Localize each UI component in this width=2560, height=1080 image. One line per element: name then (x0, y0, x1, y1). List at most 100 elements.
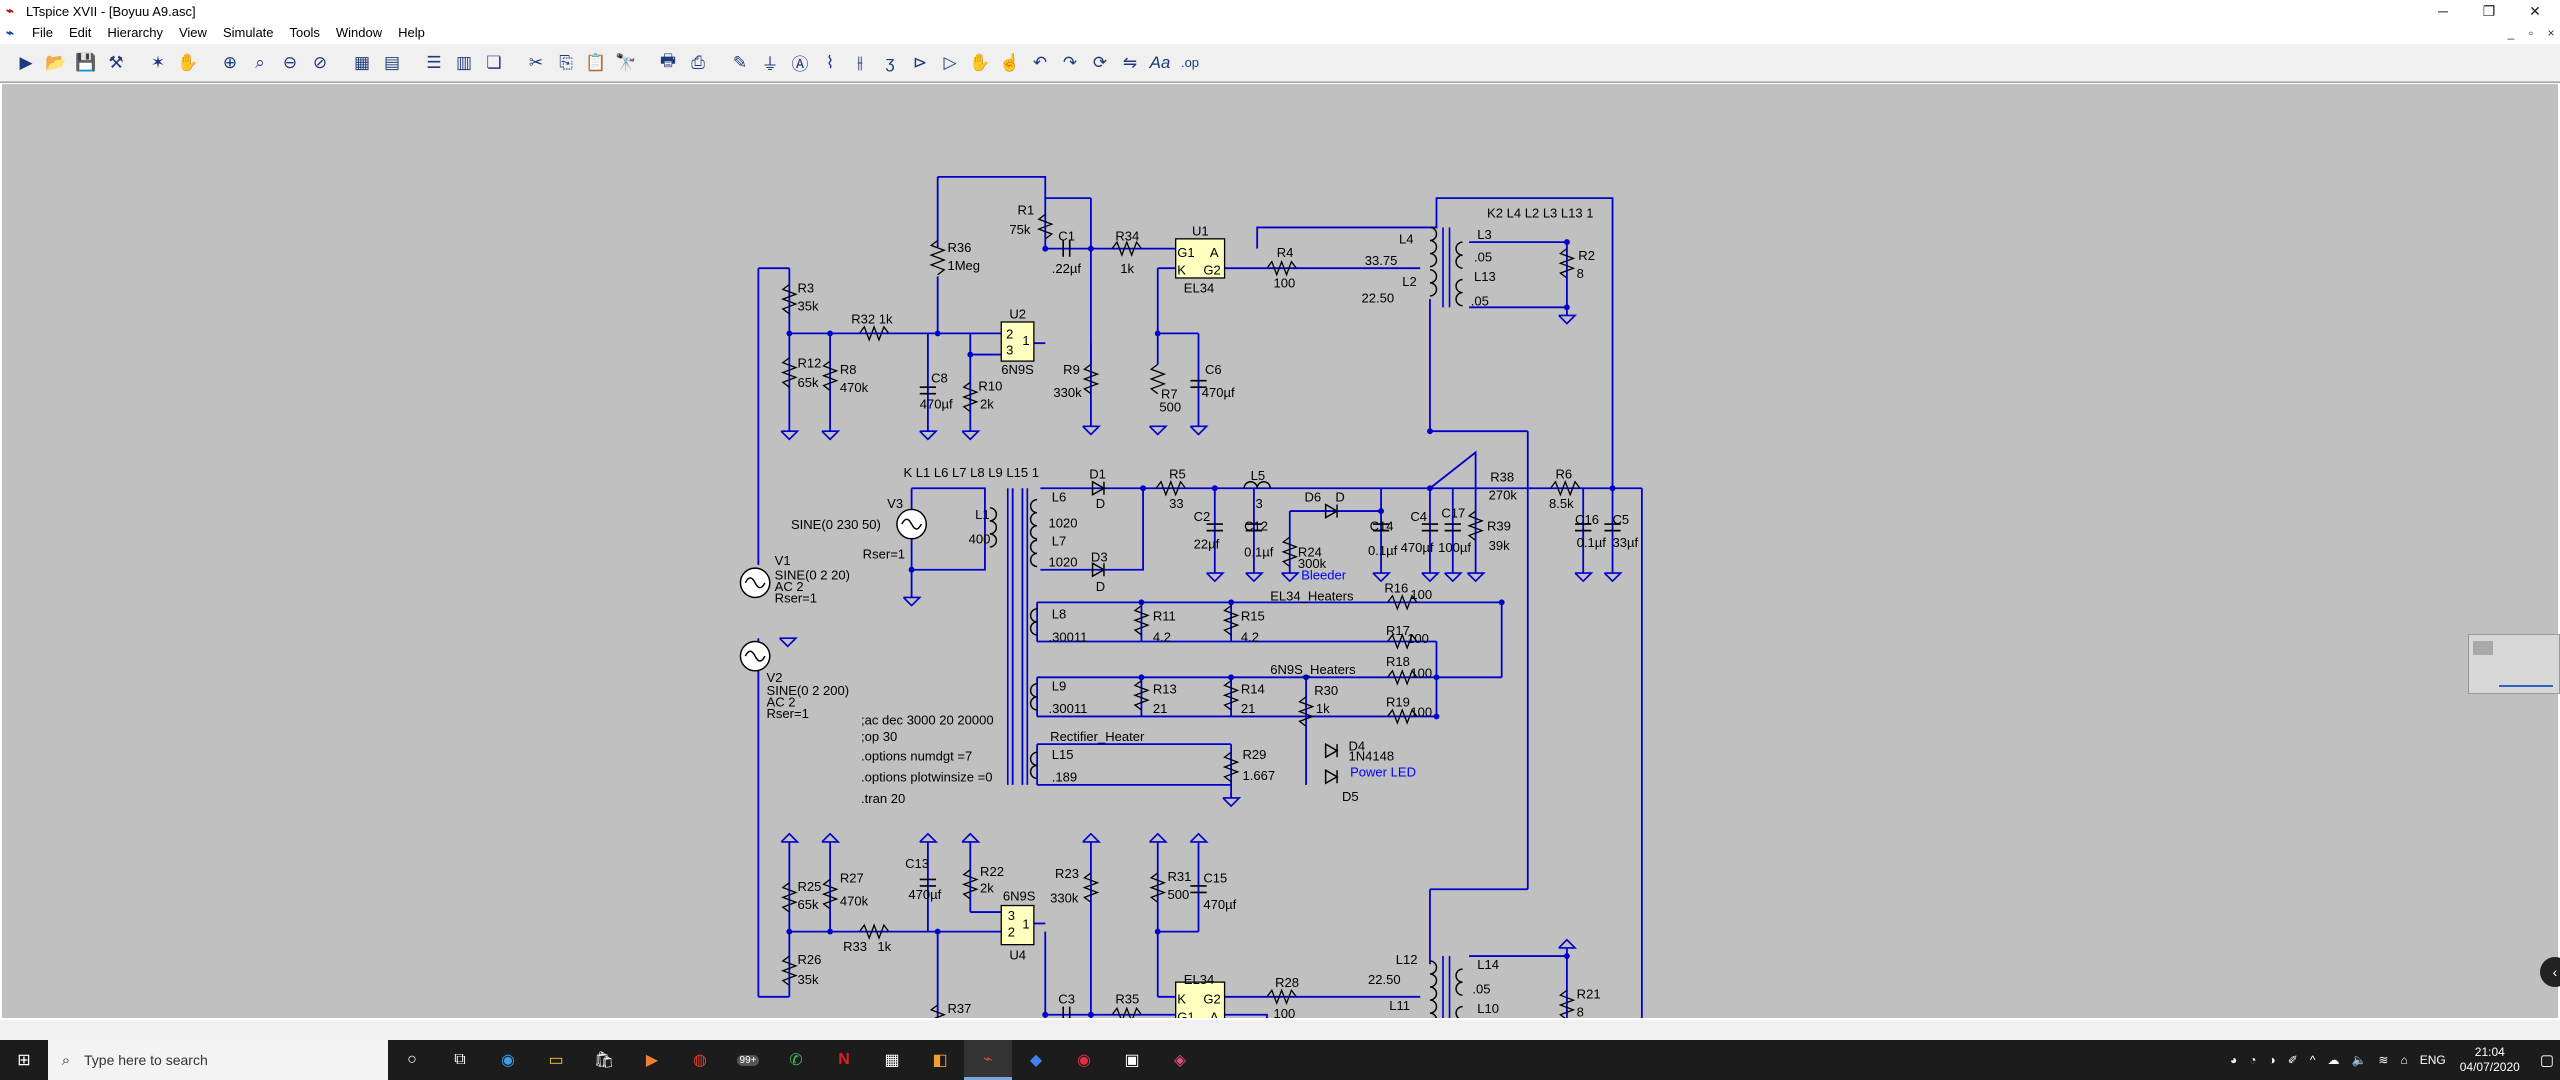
schematic-label[interactable]: 3 (1256, 496, 1263, 511)
schematic-label[interactable]: SINE(0 2 200) (767, 683, 850, 698)
schematic-label[interactable]: K L1 L6 L7 L8 L9 L15 1 (903, 465, 1039, 480)
schematic-label[interactable]: R19 (1386, 695, 1410, 710)
app-icon[interactable]: ◧ (932, 1052, 948, 1069)
schematic-label[interactable]: L15 (1052, 747, 1074, 762)
schematic-label[interactable]: 2 (1006, 326, 1013, 341)
spice-directive-icon[interactable]: .op (1180, 55, 1200, 70)
wifi-icon[interactable]: ≋ (2378, 1053, 2389, 1067)
menu-help[interactable]: Help (398, 25, 425, 40)
schematic-label[interactable]: D (1335, 489, 1344, 504)
task-view-icon[interactable]: ⧉ (454, 1051, 466, 1068)
schematic-label[interactable]: C17 (1441, 506, 1465, 521)
schematic-label[interactable]: L5 (1251, 468, 1266, 483)
ltspice-taskbar-icon[interactable]: ⌁ (964, 1040, 1012, 1080)
schematic-label[interactable]: R21 (1577, 986, 1601, 1001)
avatar-icon[interactable]: ◑ (2268, 1053, 2276, 1067)
edge-icon[interactable]: ◉ (501, 1052, 515, 1069)
label-net-icon[interactable]: Ⓐ (791, 55, 809, 74)
copy-icon[interactable]: ⎘ (559, 52, 573, 72)
el34-u1[interactable] (1175, 238, 1226, 279)
maximize-button[interactable]: ❐ (2482, 2, 2496, 19)
schematic-label[interactable]: L6 (1052, 489, 1067, 504)
schematic-label[interactable]: C16 (1575, 512, 1599, 527)
schematic-label[interactable]: 4.2 (1153, 629, 1171, 644)
schematic-label[interactable]: .05 (1474, 250, 1492, 265)
clock[interactable]: 21:04 04/07/2020 (2460, 1045, 2520, 1075)
schematic-label[interactable]: 1Meg (947, 258, 980, 273)
schematic-label[interactable]: K2 L4 L2 L3 L13 1 (1487, 206, 1594, 221)
menu-edit[interactable]: Edit (68, 25, 92, 40)
schematic-label[interactable]: L12 (1396, 952, 1418, 967)
schematic-label[interactable]: R4 (1277, 245, 1294, 260)
schematic-label[interactable]: R34 (1115, 228, 1139, 243)
schematic-label[interactable]: C3 (1058, 991, 1075, 1006)
diode-icon[interactable]: ⊳ (912, 52, 928, 72)
schematic-label[interactable]: 1k (877, 939, 891, 954)
network-icon[interactable]: ⌂ (2400, 1053, 2408, 1067)
doc-minimize-button[interactable]: _ (2507, 26, 2515, 40)
schematic-label[interactable]: R12 (797, 356, 821, 371)
draw-wire-icon[interactable]: ✎ (732, 52, 748, 72)
schematic-label[interactable]: C2 (1194, 509, 1211, 524)
schematic-label[interactable]: 8 (1577, 1004, 1584, 1018)
schematic-label[interactable]: 300k (1298, 556, 1327, 571)
schematic-label[interactable]: L10 (1477, 1001, 1499, 1016)
badge-app-icon[interactable]: 99+ (724, 1040, 772, 1080)
schematic-label[interactable]: G2 (1203, 991, 1220, 1006)
schematic-label[interactable]: 1 (1022, 333, 1029, 348)
schematic-label[interactable]: .options numdgt =7 (861, 748, 972, 763)
schematic-label[interactable]: 2k (980, 880, 994, 895)
pan-icon[interactable]: ✋ (177, 52, 199, 72)
schematic-label[interactable]: R23 (1055, 866, 1079, 881)
schematic-label[interactable]: 33µf (1613, 535, 1639, 550)
autorange-icon[interactable]: ▦ (353, 52, 371, 72)
schematic-label[interactable]: V3 (887, 496, 903, 511)
schematic-label[interactable]: 2k (980, 396, 994, 411)
menu-tools[interactable]: Tools (289, 25, 320, 40)
schematic-label[interactable]: R6 (1555, 466, 1572, 481)
schematic-label[interactable]: A (1210, 245, 1219, 260)
start-icon[interactable]: ⊞ (17, 1052, 31, 1069)
schematic-label[interactable]: 270k (1489, 488, 1518, 503)
schematic-label[interactable]: R25 (797, 879, 821, 894)
schematic-label[interactable]: 4.2 (1241, 629, 1259, 644)
6n9s-u4[interactable] (1000, 904, 1035, 946)
schematic-label[interactable]: 500 (1168, 887, 1190, 902)
schematic-label[interactable]: D (1096, 579, 1105, 594)
schematic-label[interactable]: R9 (1063, 362, 1080, 377)
schematic-label[interactable]: C13 (905, 856, 929, 871)
zoom-back-icon[interactable]: ⌕ (255, 52, 265, 72)
schematic-label[interactable]: 3 (1008, 908, 1015, 923)
schematic-label[interactable]: R29 (1243, 747, 1267, 762)
schematic-label[interactable]: 1020 (1049, 554, 1078, 569)
schematic-label[interactable]: 100 (1410, 587, 1432, 602)
schematic-label[interactable]: D4 (1348, 739, 1365, 754)
menu-hierarchy[interactable]: Hierarchy (107, 25, 163, 40)
schematic-label[interactable]: .05 (1471, 294, 1489, 309)
doc-close-button[interactable]: × (2547, 26, 2555, 40)
schematic-label[interactable]: L7 (1052, 533, 1067, 548)
schematic-label[interactable]: Power LED (1350, 765, 1416, 780)
schematic-label[interactable]: R10 (978, 378, 1002, 393)
schematic-label[interactable]: C1 (1058, 228, 1075, 243)
side-panel-toggle[interactable]: ‹ (2540, 957, 2560, 987)
search-box[interactable]: ⌕ Type here to search (48, 1040, 388, 1080)
schematic-label[interactable]: .30011 (1049, 629, 1088, 644)
schematic-label[interactable]: R32 1k (851, 312, 893, 327)
store-icon[interactable]: 🛍 (593, 1052, 615, 1069)
schematic-label[interactable]: 100 (1407, 631, 1429, 646)
schematic-label[interactable]: 0.1µf (1368, 543, 1398, 558)
doc-restore-button[interactable]: ▫ (2528, 26, 2534, 40)
schematic-label[interactable]: C14 (1370, 519, 1394, 534)
schematic-label[interactable]: 33.75 (1368, 1017, 1401, 1018)
component-icon[interactable]: ▷ (943, 52, 957, 72)
schematic-label[interactable]: 21 (1241, 701, 1256, 716)
schematic-label[interactable]: .30011 (1049, 701, 1088, 716)
photos-icon[interactable]: ▣ (1124, 1052, 1140, 1069)
schematic-label[interactable]: 35k (797, 972, 818, 987)
schematic-label[interactable]: L3 (1477, 227, 1492, 242)
schematic-label[interactable]: L2 (1402, 274, 1417, 289)
schematic-label[interactable]: Rser=1 (775, 590, 817, 605)
schematic-label[interactable]: ;ac dec 3000 20 20000 (861, 713, 994, 728)
schematic-label[interactable]: 470µf (1203, 897, 1236, 912)
